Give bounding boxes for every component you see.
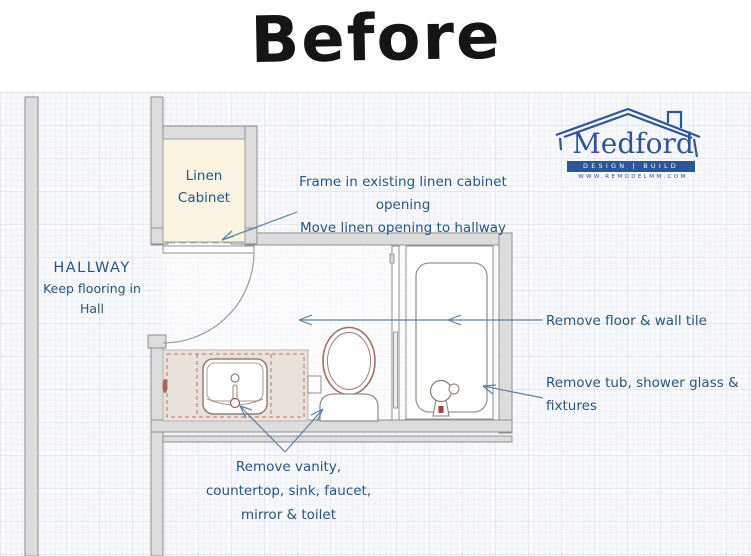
medford-logo: Medford DESIGN | BUILD WWW.REMODELMM.COM [552, 97, 714, 183]
logo-name: Medford [572, 127, 694, 160]
vanity-dashed-outline [166, 353, 305, 418]
leader-linen-opening [221, 211, 298, 241]
bath-right-wall [498, 232, 513, 434]
door-strike-stub [147, 334, 167, 349]
leader-tub [482, 384, 544, 399]
door-swing-arc [162, 251, 255, 344]
wall-plumbing-mark [162, 379, 168, 393]
tub-annotation-line2: fixtures [546, 398, 597, 414]
linen-left-wall [150, 96, 164, 246]
linen-cabinet-room [162, 138, 246, 243]
logo-roof-icon [555, 107, 701, 158]
door-leaf [162, 245, 255, 254]
lower-wall-band [162, 435, 513, 443]
logo-design-build-bar: DESIGN | BUILD [567, 161, 695, 172]
linen-annotation-line2: Move linen opening to hallway [299, 220, 507, 236]
left-lower-wall [150, 431, 164, 556]
tub-annotation: Remove tub, shower glass & fixtures [546, 372, 751, 418]
toilet-tank [319, 393, 379, 422]
glass-handle [389, 253, 395, 264]
faucet-icon [230, 373, 240, 383]
vanity-annotation-line2: countertop, sink, faucet, [205, 483, 372, 499]
faucet-spout [232, 384, 238, 401]
leader-lines [221, 211, 544, 453]
vanity-annotation: Remove vanity, countertop, sink, faucet,… [196, 455, 381, 527]
vanity-annotation-line3: mirror & toilet [240, 507, 337, 523]
side-ledge [307, 375, 322, 394]
linen-top-wall [162, 125, 258, 140]
vanity-annotation-line1: Remove vanity, [235, 459, 342, 475]
bath-bottom-wall [150, 419, 513, 433]
hallway-note-line2: Hall [79, 301, 104, 316]
linen-label-line2: Cabinet [177, 190, 231, 206]
shower-glass [389, 245, 400, 421]
door [162, 245, 255, 344]
glass-frame-bar [393, 331, 398, 409]
linen-cabinet-label: Linen Cabinet [163, 165, 245, 209]
hallway-label: HALLWAY Keep flooring in Hall [33, 257, 151, 319]
toilet-seat-line [327, 332, 371, 390]
bath-left-wall [150, 336, 164, 421]
walls [24, 96, 513, 556]
hallway-title: HALLWAY [53, 260, 131, 276]
tile-annotation: Remove floor & wall tile [546, 313, 707, 329]
drain-icon [229, 397, 241, 409]
linen-label-line1: Linen [185, 168, 223, 184]
tub-basin [415, 262, 488, 413]
leader-vanity-toilet [239, 405, 324, 453]
vanity [162, 349, 322, 422]
tub-fixture-icon [429, 379, 460, 417]
hallway-note-line1: Keep flooring in [43, 281, 141, 296]
hall-left-wall [24, 96, 39, 556]
linen-annotation-line1: Frame in existing linen cabinet opening [299, 174, 507, 213]
bathtub [405, 245, 494, 420]
toilet-bowl [322, 326, 376, 396]
logo-url: WWW.REMODELMM.COM [578, 174, 688, 180]
linen-opening-annotation: Frame in existing linen cabinet opening … [272, 171, 534, 240]
tub-annotation-line1: Remove tub, shower glass & [546, 375, 739, 391]
leader-floor-wall-tile [298, 314, 543, 326]
toilet [319, 326, 379, 422]
